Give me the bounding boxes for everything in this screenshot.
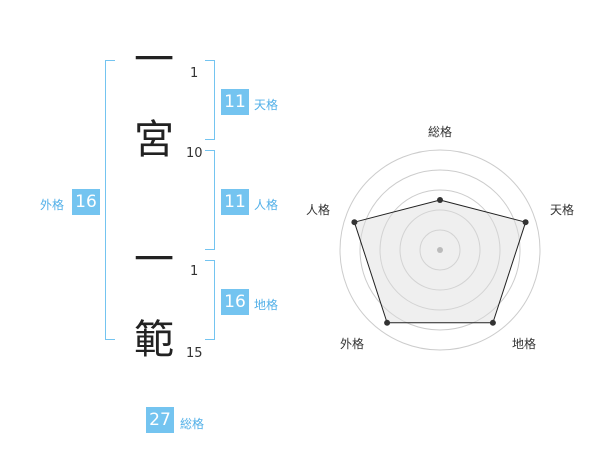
stroke-count-3: 1 [190,264,199,279]
radar-polygon [353,199,527,324]
name-char-1: 一 [134,37,174,83]
tenkaku-label: 天格 [254,98,279,112]
stroke-count-1: 1 [190,66,199,81]
radar-label-gaikaku: 外格 [340,337,365,351]
jinkaku-value: 11 [221,189,249,215]
chikaku-label: 地格 [254,298,279,312]
name-char-3: 一 [134,237,174,283]
radar-point [489,319,496,326]
radar-point [437,197,443,203]
soukaku-value: 27 [146,407,174,433]
jinkaku-bracket [205,150,215,250]
tenkaku-bracket [205,60,215,140]
radar-ring [379,189,501,311]
tenkaku-value: 11 [221,89,249,115]
radar-ring [339,149,541,351]
radar-label-chikaku: 地格 [512,337,537,351]
radar-point [351,219,358,226]
radar-ring [399,209,481,291]
stroke-count-2: 10 [186,146,203,161]
name-char-2: 宮 [134,117,174,163]
radar-point [522,219,529,226]
radar-ring [359,169,521,331]
radar-label-soukaku: 総格 [428,125,453,139]
stroke-count-4: 15 [186,346,203,361]
radar-center [437,247,443,253]
gaikaku-bracket [105,60,115,340]
gaikaku-value: 16 [72,189,100,215]
radar-ring [419,229,461,271]
soukaku-label: 総格 [180,417,205,431]
chikaku-value: 16 [221,289,249,315]
radar-point [384,319,391,326]
radar-label-jinkaku: 人格 [306,203,331,217]
radar-label-tenkaku: 天格 [550,203,575,217]
chikaku-bracket [205,260,215,340]
name-char-4: 範 [134,317,174,363]
gaikaku-label: 外格 [40,198,65,212]
jinkaku-label: 人格 [254,198,279,212]
